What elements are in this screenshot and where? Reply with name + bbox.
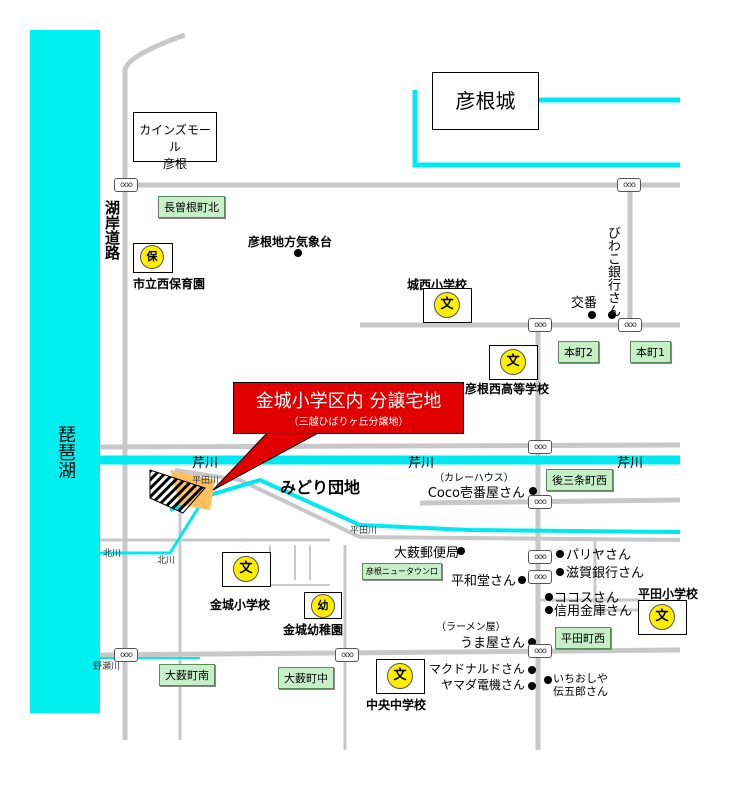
intersection-honmachi-1[interactable]: 本町1	[630, 341, 671, 363]
cainz-name-2: 彦根	[162, 157, 187, 171]
traffic-signal-icon: ooo	[617, 178, 641, 192]
weather-station-label: 彦根地方気象台	[248, 235, 333, 249]
kinjo-kg-label: 金城幼稚園	[283, 623, 344, 637]
ichioshiya-dot	[544, 676, 552, 684]
river-label-hirata-e: 平田川	[350, 526, 378, 536]
intersection-honmachi-2[interactable]: 本町2	[558, 341, 599, 363]
river-kitagawa	[100, 504, 202, 555]
roads	[99, 32, 681, 750]
biwako-bank-label: びわこ銀行さん	[605, 226, 620, 317]
intersection-hirata-cho-nishi[interactable]: 平田町西	[555, 627, 611, 649]
josei-school-box[interactable]: 文	[423, 288, 472, 323]
lake-label: 琵琶湖	[55, 425, 76, 479]
intersection-gosanjo-nishi[interactable]: 後三条町西	[546, 469, 613, 491]
post-office-dot	[457, 547, 465, 555]
kindergarten-icon: 幼	[311, 594, 335, 618]
yamada-label: ヤマダ電機さん	[440, 678, 525, 692]
post-office-label: 大薮郵便局	[394, 546, 460, 561]
koban-label: 交番	[571, 296, 598, 311]
midori-danchi-label: みどり団地	[280, 478, 361, 497]
nursery-label: 市立西保育園	[133, 277, 206, 291]
road-kogan	[122, 32, 186, 740]
biwako-bank-dot	[608, 311, 616, 319]
river-label-serikawa-c: 芹川	[408, 456, 435, 471]
denguro-label: 伝五郎さん	[553, 685, 608, 698]
shinkin-dot	[545, 606, 553, 614]
river-label-hirata-w: 平田川	[192, 476, 220, 486]
coco-dot	[529, 487, 537, 495]
shiga-bank-label: 滋賀銀行さん	[566, 566, 645, 581]
mcdonalds-label: マクドナルドさん	[428, 662, 525, 676]
intersection-oyabu-minami[interactable]: 大薮町南	[159, 664, 215, 686]
river-label-serikawa-e: 芹川	[617, 456, 644, 471]
cainz-mall-box[interactable]: カインズモール 彦根	[133, 112, 217, 171]
school-icon: 文	[233, 556, 259, 582]
callout-title: 金城小学区内 分譲宅地	[255, 391, 442, 412]
pariya-dot	[556, 550, 564, 558]
coco-sub: （カレーハウス）	[434, 473, 514, 484]
hirata-es-label: 平田小学校	[638, 587, 699, 601]
hirata-es-box[interactable]: 文	[638, 600, 687, 635]
road-serikawa-n	[99, 442, 681, 450]
umaya-sub: （ラーメン屋）	[436, 622, 506, 633]
site-lot	[149, 469, 206, 514]
school-icon: 文	[434, 292, 460, 318]
cainz-name: カインズモール	[139, 123, 211, 154]
shiga-bank-dot	[556, 568, 564, 576]
traffic-signal-icon: ooo	[528, 570, 552, 584]
hikone-nishi-hs-box[interactable]: 文	[489, 345, 538, 380]
castle-box[interactable]: 彦根城	[432, 72, 539, 130]
castle-moat	[412, 90, 680, 168]
lake-biwa	[30, 30, 100, 713]
school-icon: 文	[649, 604, 675, 630]
river-label-kitagawa-e: 北川	[157, 556, 176, 566]
river-label-nose: 野瀬川	[93, 662, 121, 672]
intersection-nagasone-kita[interactable]: 長曽根町北	[158, 196, 225, 218]
school-icon: 文	[387, 663, 413, 689]
cocos-label: ココスさん	[554, 591, 620, 606]
river-label-kitagawa-w: 北川	[103, 549, 122, 559]
koban-dot	[588, 311, 596, 319]
ichioshiya-label: いちおしや	[553, 672, 608, 685]
heiwado-dot	[518, 576, 526, 584]
chuo-jhs-label: 中央中学校	[366, 698, 427, 712]
nursery-icon: 保	[140, 245, 164, 269]
school-icon: 文	[500, 349, 526, 375]
intersection-newtown-guchi[interactable]: 彦根ニュータウン口	[362, 563, 442, 580]
intersection-oyabu-naka[interactable]: 大薮町中	[278, 667, 334, 689]
traffic-signal-icon: ooo	[114, 648, 138, 662]
weather-station-dot	[294, 249, 302, 257]
kinjo-kg-box[interactable]: 幼	[304, 592, 342, 619]
hikone-nishi-hs-label: 彦根西高等学校	[465, 382, 550, 396]
umaya-dot	[528, 638, 536, 646]
river-label-serikawa-w: 芹川	[192, 456, 219, 471]
road-label-kogan: 湖岸道路	[103, 200, 121, 260]
traffic-signal-icon: ooo	[618, 318, 642, 332]
property-callout[interactable]: 金城小学区内 分譲宅地 （三越ひばりヶ丘分譲地）	[233, 382, 464, 434]
kinjo-es-label: 金城小学校	[210, 598, 271, 612]
yamada-dot	[528, 682, 536, 690]
traffic-signal-icon: ooo	[528, 318, 552, 332]
chuo-jhs-box[interactable]: 文	[376, 659, 425, 694]
traffic-signal-icon: ooo	[114, 178, 138, 192]
coco-label: Coco壱番屋さん	[427, 486, 525, 501]
traffic-signal-icon: ooo	[528, 550, 552, 564]
pariya-label: パリヤさん	[566, 548, 632, 563]
heiwado-label: 平和堂さん	[450, 574, 516, 589]
umaya-label: うま屋さん	[459, 636, 525, 651]
traffic-signal-icon: ooo	[528, 644, 552, 658]
road-blocks	[269, 545, 330, 586]
castle-label: 彦根城	[455, 89, 516, 113]
traffic-signal-icon: ooo	[528, 495, 552, 509]
kinjo-es-box[interactable]: 文	[222, 552, 271, 587]
traffic-signal-icon: ooo	[335, 648, 359, 662]
cocos-dot	[545, 593, 553, 601]
mcdonalds-dot	[528, 666, 536, 674]
road-south	[99, 647, 681, 658]
nursery-box[interactable]: 保	[133, 243, 173, 273]
traffic-signal-icon: ooo	[528, 440, 552, 454]
callout-subtitle: （三越ひばりヶ丘分譲地）	[288, 417, 409, 428]
road-hirata	[174, 468, 681, 542]
shinkin-label: 信用金庫さん	[554, 604, 633, 619]
